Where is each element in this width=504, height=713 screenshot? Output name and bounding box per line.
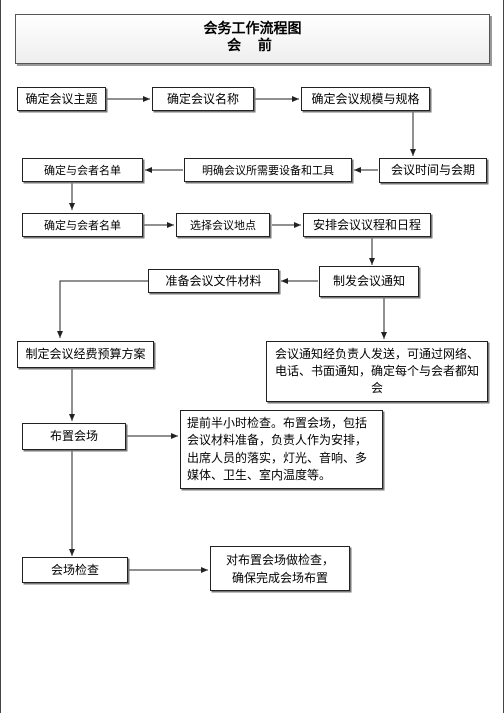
- node-check-note: 对布置会场做检查，确保完成会场布置: [210, 546, 350, 591]
- node-confirm-time: 会议时间与会期: [379, 158, 487, 183]
- node-venue-check: 会场检查: [22, 557, 128, 583]
- node-notice-note: 会议通知经负责人发送，可通过网络、电话、书面通知，确定每个与会者都知会: [266, 341, 488, 402]
- node-confirm-name: 确定会议名称: [152, 87, 254, 111]
- node-confirm-equipment: 明确会议所需要设备和工具: [184, 158, 352, 182]
- arrow-materials-to-budget: [57, 280, 148, 338]
- flowchart-header: 会务工作流程图 会 前: [15, 14, 490, 64]
- node-arrange-agenda: 安排会议议程和日程: [303, 213, 431, 237]
- node-arrange-venue: 布置会场: [22, 423, 126, 450]
- node-send-notice: 制发会议通知: [319, 266, 419, 297]
- node-prepare-materials: 准备会议文件材料: [148, 269, 279, 293]
- node-confirm-scale: 确定会议规模与规格: [301, 87, 430, 111]
- node-budget-plan: 制定会议经费预算方案: [17, 341, 154, 368]
- page-edge: [0, 0, 1, 713]
- flowchart-title: 会务工作流程图: [203, 21, 302, 37]
- node-select-venue: 选择会议地点: [176, 213, 270, 237]
- node-confirm-attendees-2: 确定与会者名单: [22, 213, 143, 237]
- node-confirm-attendees-1: 确定与会者名单: [22, 158, 143, 182]
- node-arrange-note: 提前半小时检查。布置会场，包括会议材料准备，负责人作为安排，出席人员的落实，灯光…: [180, 410, 383, 489]
- phase-title: 会 前: [227, 38, 278, 54]
- node-confirm-theme: 确定会议主题: [17, 87, 106, 111]
